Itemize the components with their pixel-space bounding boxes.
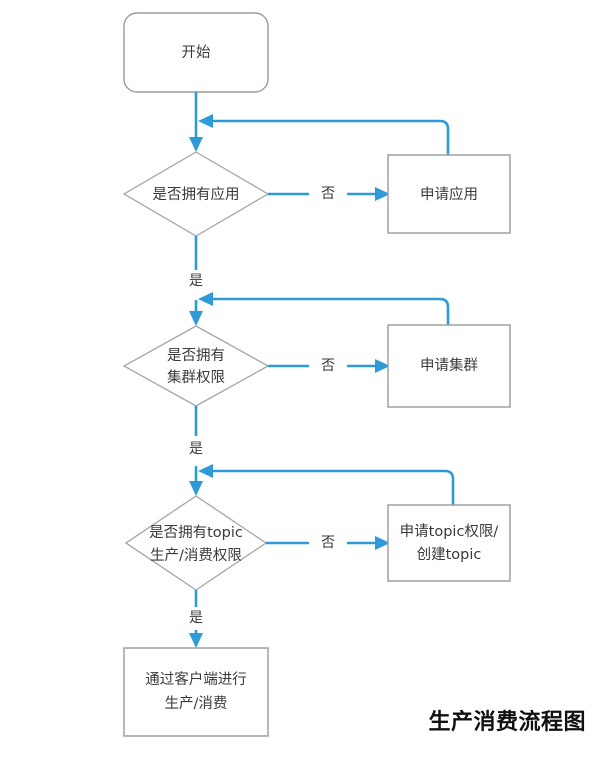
edge-arrowhead <box>375 187 390 201</box>
edge-start-to-decision-app <box>189 92 203 152</box>
edge-line <box>210 297 450 325</box>
node-end[interactable]: 通过客户端进行 生产/消费 <box>123 647 269 737</box>
diagram-caption: 生产消费流程图 <box>428 710 586 735</box>
apply-cluster-label: 申请集群 <box>420 357 478 374</box>
edge-apply-topic-feedback <box>198 464 455 505</box>
decision-topic-label-line2: 生产/消费权限 <box>150 547 242 564</box>
edge-line <box>210 119 450 155</box>
edge-apply-app-feedback <box>198 114 450 155</box>
edge-apply-cluster-feedback <box>198 292 450 325</box>
apply-topic-label-line2: 创建topic <box>417 546 482 563</box>
edge-arrowhead <box>189 311 203 326</box>
edge-label-no-2: 否 <box>321 358 335 374</box>
edge-decision-app-yes: 是 <box>189 236 203 326</box>
apply-topic-shape <box>387 504 511 582</box>
edge-arrowhead <box>198 292 213 306</box>
node-start[interactable]: 开始 <box>123 12 269 93</box>
node-decision-cluster[interactable]: 是否拥有 集群权限 <box>122 325 270 407</box>
start-node-label: 开始 <box>182 44 211 61</box>
apply-topic-label-line1: 申请topic权限/ <box>400 523 499 540</box>
edge-line <box>210 469 455 505</box>
edge-label-yes-3: 是 <box>189 610 203 626</box>
end-node-label-line1: 通过客户端进行 <box>145 671 247 688</box>
apply-cluster-shape <box>387 324 511 408</box>
edge-label-yes-1: 是 <box>189 273 203 289</box>
decision-topic-shape <box>124 495 268 591</box>
node-apply-topic[interactable]: 申请topic权限/ 创建topic <box>387 504 511 582</box>
decision-cluster-shape <box>122 325 270 407</box>
decision-cluster-label-line2: 集群权限 <box>167 369 225 386</box>
edge-label-no-3: 否 <box>321 535 335 551</box>
edge-decision-cluster-yes: 是 <box>189 406 203 496</box>
edge-arrowhead <box>198 464 213 478</box>
node-decision-app[interactable]: 是否拥有应用 <box>122 151 270 237</box>
edge-arrowhead <box>375 536 390 550</box>
node-decision-topic[interactable]: 是否拥有topic 生产/消费权限 <box>124 495 268 591</box>
edge-arrowhead <box>198 114 213 128</box>
edge-decision-topic-no: 否 <box>266 535 390 551</box>
node-apply-cluster[interactable]: 申请集群 <box>387 324 511 408</box>
edge-arrowhead <box>189 481 203 496</box>
apply-app-label: 申请应用 <box>420 185 478 203</box>
edge-arrowhead <box>189 137 203 152</box>
decision-app-label: 是否拥有应用 <box>153 185 240 203</box>
end-node-shape <box>123 647 269 737</box>
edge-arrowhead <box>375 359 390 373</box>
node-apply-app[interactable]: 申请应用 <box>387 154 511 234</box>
decision-topic-label-line1: 是否拥有topic <box>149 524 243 541</box>
apply-app-shape <box>387 154 511 234</box>
edge-arrowhead <box>189 633 203 648</box>
edge-decision-topic-yes: 是 <box>189 590 203 648</box>
edge-decision-cluster-no: 否 <box>268 358 390 374</box>
edge-label-yes-2: 是 <box>189 441 203 457</box>
edge-label-no-1: 否 <box>321 186 335 202</box>
decision-cluster-label-line1: 是否拥有 <box>167 347 225 364</box>
end-node-label-line2: 生产/消费 <box>165 695 228 712</box>
edge-decision-app-no: 否 <box>268 186 390 202</box>
